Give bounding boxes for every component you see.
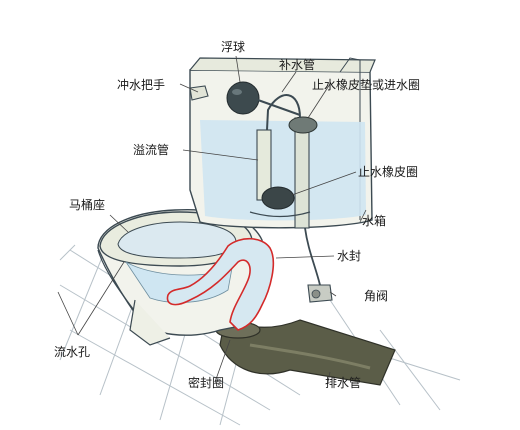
label-flush-handle: 冲水把手 <box>117 78 166 92</box>
refill-tube-shape <box>265 94 301 151</box>
float-ball-shape <box>226 81 260 115</box>
bowl-water <box>125 261 233 303</box>
label-angle-valve: 角阀 <box>364 289 389 303</box>
label-drain-pipe: 排水管 <box>325 376 362 390</box>
label-overflow-tube: 溢流管 <box>133 143 170 157</box>
tank-water <box>200 120 366 221</box>
flush-handle-shape <box>189 85 209 101</box>
label-inlet-rubber-seal: 止水橡皮垫或进水圈 <box>312 78 421 92</box>
label-toilet-seat: 马桶座 <box>69 198 106 212</box>
label-water-seal: 水封 <box>337 249 362 263</box>
label-rim-holes: 流水孔 <box>54 345 91 359</box>
flapper-shape <box>261 186 295 210</box>
fill-valve <box>294 117 310 229</box>
label-flapper-seal: 止水橡皮圈 <box>358 165 419 179</box>
leader-lines <box>57 55 367 383</box>
label-float-ball: 浮球 <box>221 40 246 54</box>
label-sealing-ring: 密封圈 <box>188 376 225 390</box>
water-seal-trap <box>166 237 275 331</box>
supply-line <box>304 227 321 286</box>
label-refill-tube: 补水管 <box>279 58 316 72</box>
label-water-tank: 水箱 <box>362 214 387 228</box>
